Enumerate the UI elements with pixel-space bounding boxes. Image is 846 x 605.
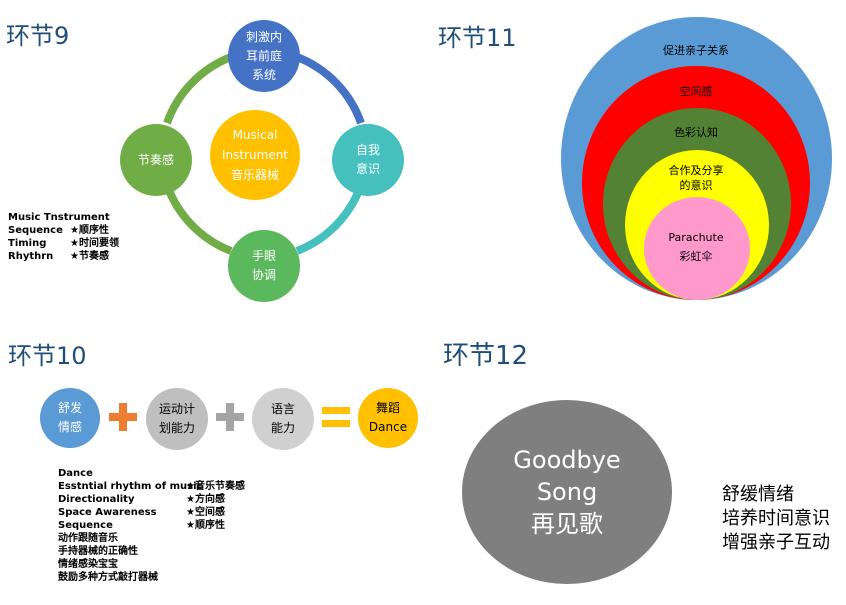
center-line2: Instrument — [221, 148, 289, 162]
s9-note-row: Sequence ★顺序性 — [8, 224, 119, 237]
s10-note-en: Sequence — [58, 520, 113, 531]
node-express-line2: 情感 — [57, 420, 82, 434]
s10-note-en: Directionality — [58, 494, 135, 505]
node-vestibular: 刺激内耳前庭系统 — [228, 20, 300, 92]
s10-note-en: Esstntial rhythm of music — [58, 481, 203, 492]
ring-label-parent-child: 促进亲子关系 — [663, 44, 729, 57]
ring-arc-bottom-left — [163, 183, 233, 255]
s9-note-row: Rhythrn ★节奏感 — [8, 250, 119, 263]
s12-point: 舒缓情绪 — [722, 484, 794, 505]
node-language-line1: 语言 — [270, 402, 295, 416]
node-self-awareness-line2: 意识 — [355, 162, 380, 176]
node-rhythm: 节奏感 — [120, 124, 192, 196]
section-12-title: 环节12 — [443, 341, 529, 371]
ring-label-share: 合作及分享 的意识 — [646, 163, 746, 193]
s10-note-extra: 手持器械的正确性 — [58, 546, 138, 557]
node-hand-eye-line1: 手眼 — [251, 249, 276, 263]
node-dance-line1: 舞蹈 — [375, 401, 400, 415]
s9-note-en: Sequence — [8, 225, 63, 236]
s12-points: 舒缓情绪 培养时间意识 增强亲子互动 — [722, 483, 830, 555]
ring-arc-left-top — [163, 53, 233, 125]
node-motor-line1: 运动计 — [158, 402, 195, 416]
s10-notes: Dance Esstntial rhythm of music★音乐节奏感 Di… — [58, 467, 245, 584]
s10-note-extra: 鼓励多种方式敲打器械 — [58, 572, 158, 583]
s10-note-zh: ★空间感 — [186, 507, 225, 518]
s9-note-en: Rhythrn — [8, 251, 54, 262]
ring-inner — [644, 197, 750, 300]
s10-note-zh: ★方向感 — [186, 494, 225, 505]
node-rhythm-label: 节奏感 — [137, 152, 174, 167]
node-vestibular-line1: 刺激内 — [245, 29, 282, 44]
center-line3: 音乐器械 — [230, 168, 279, 182]
ring-label-parachute: Parachute 彩虹伞 — [646, 228, 746, 266]
equals-icon — [322, 407, 350, 427]
node-dance: 舞蹈 Dance — [358, 388, 418, 448]
s10-note-row: Space Awareness ★空间感 — [58, 506, 245, 519]
s10-note-zh: ★顺序性 — [186, 520, 225, 531]
node-motor-line2: 划能力 — [158, 421, 195, 435]
s10-note-row: Esstntial rhythm of music★音乐节奏感 — [58, 480, 245, 493]
s12-point: 增强亲子互动 — [722, 532, 830, 553]
section-9-title: 环节9 — [6, 22, 70, 50]
section-10-title: 环节10 — [8, 342, 87, 370]
node-express-line1: 舒发 — [57, 401, 82, 415]
s10-note-zh: ★音乐节奏感 — [186, 481, 245, 492]
s9-note-zh: ★节奏感 — [70, 251, 109, 262]
s10-note-en: Space Awareness — [58, 507, 157, 518]
s10-note-extra: 情绪感染宝宝 — [58, 559, 118, 570]
s12-point: 培养时间意识 — [722, 508, 830, 529]
node-language: 语言能力 — [252, 388, 314, 450]
s9-note-zh: ★时间要领 — [70, 238, 119, 249]
ring-label-parachute-line1: Parachute — [668, 231, 724, 244]
section-11-title: 环节11 — [438, 24, 517, 52]
node-motor-planning: 运动计划能力 — [146, 388, 208, 450]
s10-note-row: Sequence ★顺序性 — [58, 519, 245, 532]
node-hand-eye-line2: 协调 — [251, 268, 276, 282]
node-language-line2: 能力 — [270, 421, 295, 435]
goodbye-line2: Song — [536, 478, 598, 506]
s10-notes-heading: Dance — [58, 468, 93, 479]
s9-notes: Music Tnstrument Sequence ★顺序性 Timing ★时间要… — [8, 211, 119, 263]
node-express-emotion: 舒发情感 — [40, 388, 100, 448]
ring-label-color: 色彩认知 — [674, 126, 718, 139]
plus-icon — [109, 403, 137, 431]
s9-note-zh: ★顺序性 — [70, 225, 109, 236]
ring-label-parachute-line2: 彩虹伞 — [679, 250, 713, 263]
node-vestibular-line2: 耳前庭 — [245, 48, 282, 63]
s10-note-extra: 动作跟随音乐 — [58, 533, 118, 544]
ring-label-share-line2: 的意识 — [679, 179, 713, 192]
ring-arc-top-right — [295, 53, 365, 125]
ring-label-space: 空间感 — [679, 85, 713, 98]
center-line1: Musical — [232, 128, 278, 142]
goodbye-line3: 再见歌 — [531, 510, 603, 538]
node-self-awareness: 自我意识 — [332, 124, 404, 196]
s10-note-row: Directionality ★方向感 — [58, 493, 245, 506]
goodbye-line1: Goodbye — [513, 446, 621, 474]
node-vestibular-line3: 系统 — [251, 67, 276, 82]
s9-notes-heading: Music Tnstrument — [8, 212, 110, 223]
node-self-awareness-line1: 自我 — [355, 143, 380, 157]
node-dance-line2: Dance — [368, 420, 408, 434]
node-hand-eye: 手眼协调 — [228, 230, 300, 302]
plus-icon — [216, 403, 244, 431]
s9-note-en: Timing — [8, 238, 47, 249]
ring-arc-right-bottom — [295, 183, 365, 255]
ring-label-share-line1: 合作及分享 — [668, 164, 724, 177]
s9-note-row: Timing ★时间要领 — [8, 237, 119, 250]
